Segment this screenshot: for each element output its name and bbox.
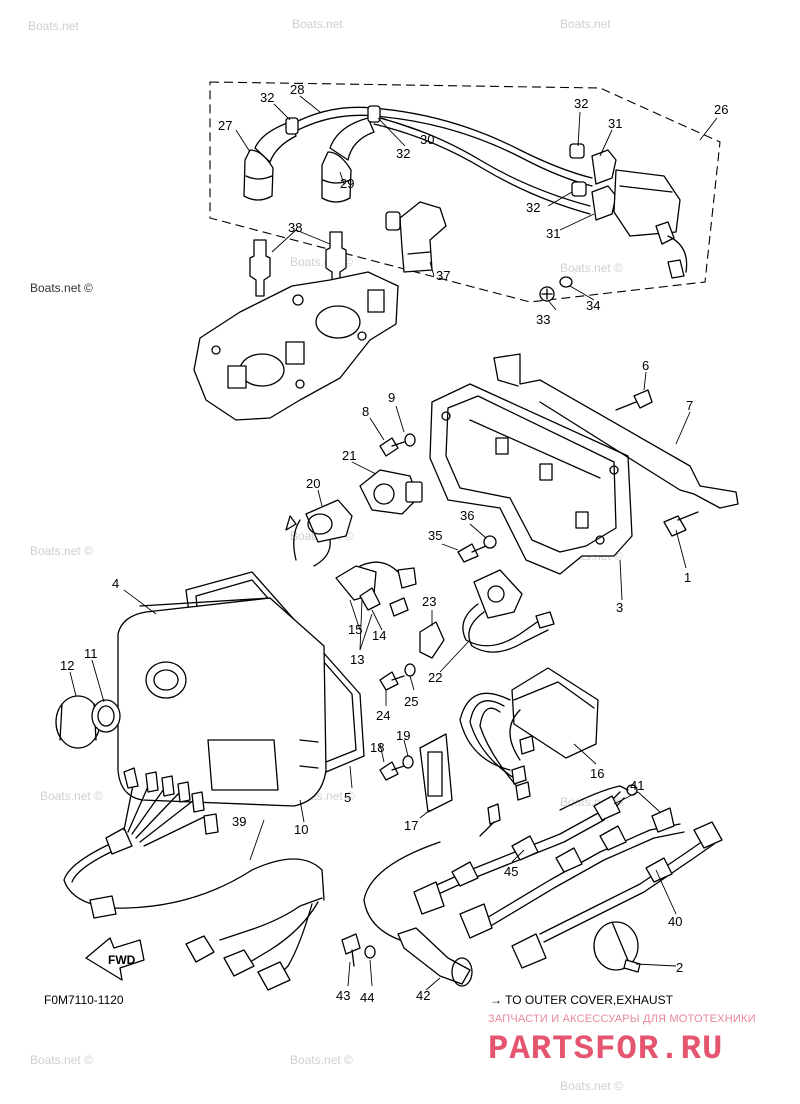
callout-40: 40 (668, 914, 682, 929)
spark-plugs (249, 231, 347, 297)
watermark: Boats.net © (30, 544, 93, 558)
lead-clamps (285, 105, 587, 197)
callout-30: 30 (420, 132, 434, 147)
small-harness (335, 561, 417, 617)
exhaust-note: → TO OUTER COVER,EXHAUST (490, 993, 674, 1007)
callout-18: 18 (370, 740, 384, 755)
high-tension-leads (291, 106, 593, 215)
callout-26: 26 (714, 102, 728, 117)
callout-24: 24 (376, 708, 390, 723)
callout-15: 15 (348, 622, 362, 637)
callout-25: 25 (404, 694, 418, 709)
brand-subtitle: ЗАПЧАСТИ И АКСЕССУАРЫ ДЛЯ МОТОТЕХНИКИ (488, 1013, 756, 1025)
callout-42: 42 (416, 988, 430, 1003)
brand-name: PARTSFOR.RU (488, 1031, 723, 1069)
callout-17: 17 (404, 818, 418, 833)
ignition-group-frame (209, 81, 721, 303)
watermark: Boats.net © (560, 1079, 623, 1093)
callout-11: 11 (84, 646, 98, 661)
callout-2: 2 (676, 960, 683, 975)
starter-relay (285, 469, 423, 567)
callout-41: 41 (630, 778, 644, 793)
callout-8: 8 (362, 404, 369, 419)
cdi-unit (459, 667, 599, 801)
callout-23: 23 (422, 594, 436, 609)
control-cables (413, 784, 723, 969)
callout-20: 20 (306, 476, 320, 491)
callout-numbers: 26 32 31 32 31 32 28 27 29 32 30 38 37 3… (60, 82, 728, 1005)
leader-lines (69, 95, 718, 991)
callout-32: 32 (526, 200, 540, 215)
plate-17 (419, 733, 453, 813)
callout-29: 29 (340, 176, 354, 191)
wire-harness (63, 767, 325, 991)
callout-10: 10 (294, 822, 308, 837)
callout-16: 16 (590, 766, 604, 781)
callout-35: 35 (428, 528, 442, 543)
forward-arrow: FWD (85, 937, 145, 981)
watermark: Boats.net (28, 19, 79, 33)
callout-7: 7 (686, 398, 693, 413)
bolt-8-washer-9 (379, 433, 416, 457)
cylinder-head (193, 271, 399, 421)
watermark: Boats.net (560, 17, 611, 31)
callout-22: 22 (428, 670, 442, 685)
spark-plug-caps (243, 117, 375, 203)
sensor-harness (462, 569, 555, 653)
clip-23 (419, 621, 445, 659)
callout-44: 44 (360, 990, 374, 1005)
figure-reference-code: F0M7110-1120 (44, 993, 124, 1007)
cable-holder (385, 201, 447, 273)
callout-13: 13 (350, 652, 364, 667)
cover-and-gasket (117, 571, 365, 807)
callout-9: 9 (388, 390, 395, 405)
callout-43: 43 (336, 988, 350, 1003)
callout-5: 5 (344, 790, 351, 805)
ignition-coils (591, 149, 688, 279)
callout-33: 33 (536, 312, 550, 327)
callout-32: 32 (574, 96, 588, 111)
callout-6: 6 (642, 358, 649, 373)
cable-band (593, 921, 641, 973)
callout-3: 3 (616, 600, 623, 615)
callout-31: 31 (608, 116, 622, 131)
callout-31: 31 (546, 226, 560, 241)
watermark: Boats.net © (30, 281, 93, 295)
brand-logo: ЗАПЧАСТИ И АКСЕССУАРЫ ДЛЯ МОТОТЕХНИКИ PA… (488, 1013, 756, 1069)
bolt-1 (663, 511, 699, 537)
callout-39: 39 (232, 814, 246, 829)
callout-38: 38 (288, 220, 302, 235)
callout-37: 37 (436, 268, 450, 283)
callout-34: 34 (586, 298, 600, 313)
callout-45: 45 (504, 864, 518, 879)
fwd-label: FWD (108, 953, 136, 967)
watermark: Boats.net (292, 17, 343, 31)
callout-27: 27 (218, 118, 232, 133)
bolt-6 (615, 389, 653, 411)
callout-14: 14 (372, 628, 386, 643)
callout-4: 4 (112, 576, 119, 591)
watermark: Boats.net © (290, 1053, 353, 1067)
bolt-24-washer-25 (379, 663, 416, 691)
callout-36: 36 (460, 508, 474, 523)
callout-1: 1 (684, 570, 691, 585)
coil-screw-washer (539, 276, 573, 302)
watermark: Boats.net © (30, 1053, 93, 1067)
bolt-18-washer-19 (379, 755, 414, 781)
cable-42 (341, 841, 473, 987)
cap-and-seal (55, 695, 121, 749)
callout-28: 28 (290, 82, 304, 97)
watermark: Boats.net © (560, 261, 623, 275)
callout-19: 19 (396, 728, 410, 743)
callout-21: 21 (342, 448, 356, 463)
bolt-35-washer-36 (457, 535, 497, 563)
callout-32: 32 (396, 146, 410, 161)
callout-32: 32 (260, 90, 274, 105)
callout-12: 12 (60, 658, 74, 673)
electrical-box (429, 353, 739, 575)
watermark: Boats.net © (40, 789, 103, 803)
